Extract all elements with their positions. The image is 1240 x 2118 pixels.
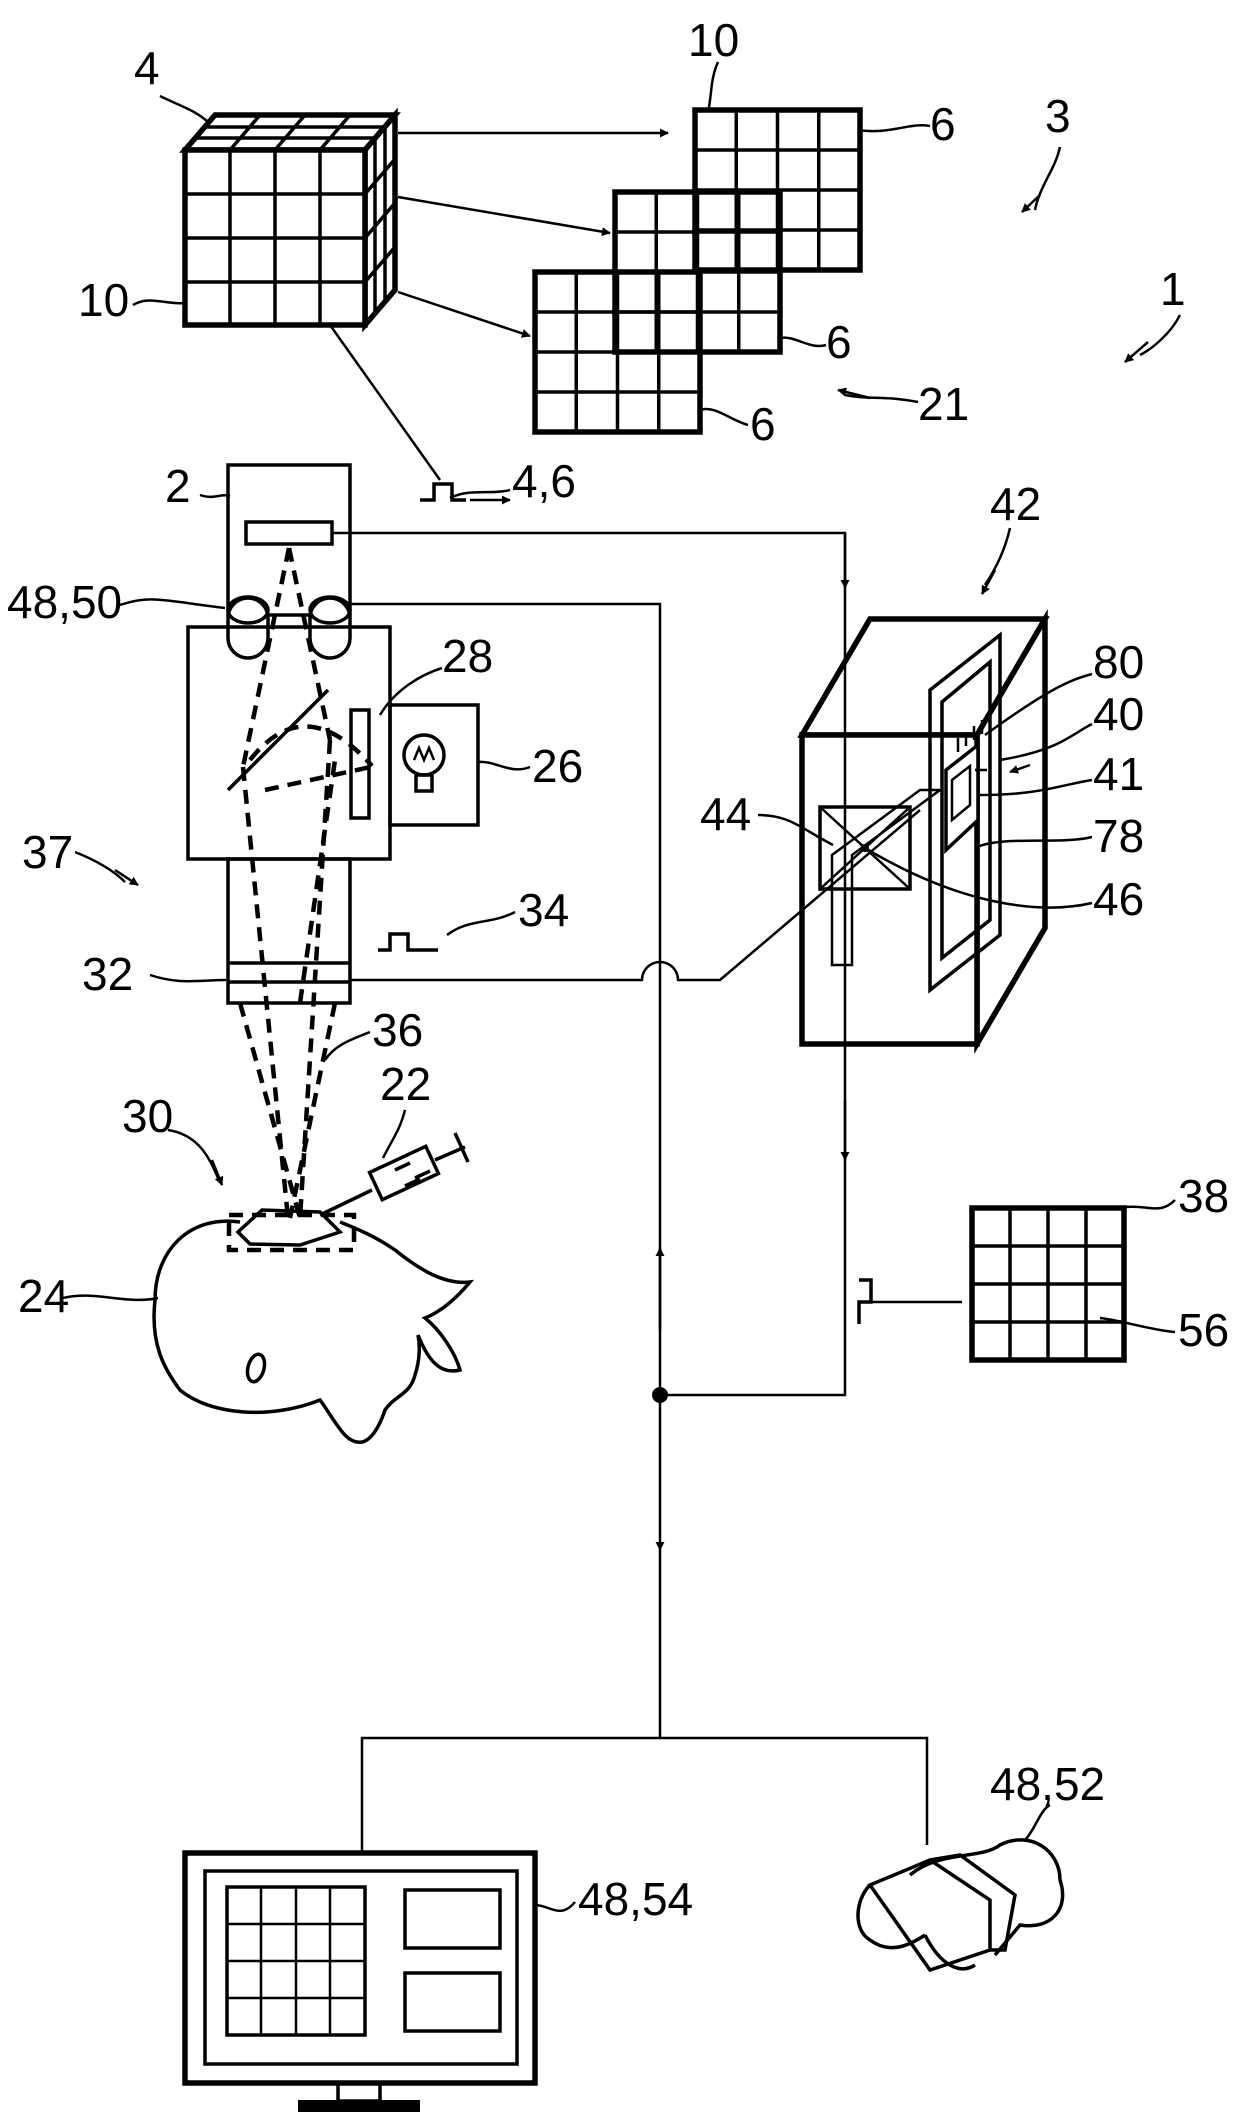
computing-device-42 [802,619,1045,1044]
monitor-48-54 [185,1853,535,2112]
label-22: 22 [380,1058,431,1110]
label-41: 41 [1093,748,1144,800]
light-source-26 [390,705,478,825]
label-10-top: 10 [688,14,739,66]
image-slice-bottom [535,272,700,432]
label-4-6: 4,6 [512,455,576,507]
label-3: 3 [1045,90,1071,142]
label-38: 38 [1178,1170,1229,1222]
label-6-mid: 6 [826,316,852,368]
label-30: 30 [122,1090,173,1142]
label-78: 78 [1093,810,1144,862]
label-48-50: 48,50 [7,576,122,628]
patient-head-24 [154,1221,470,1442]
syringe-22 [320,1133,468,1215]
label-44: 44 [700,788,751,840]
result-image-38 [972,1208,1124,1360]
image-stack-21 [535,110,860,432]
objective-32 [228,859,350,1003]
label-42: 42 [990,478,1041,530]
label-80: 80 [1093,636,1144,688]
result-image-grid [972,1208,1124,1360]
camera-2 [228,465,350,615]
label-46: 46 [1093,873,1144,925]
label-6-top: 6 [930,98,956,150]
label-32: 32 [82,948,133,1000]
cube-link-line [330,325,440,480]
microscope-body [188,627,390,859]
data-cube-4 [185,115,395,325]
label-2: 2 [165,460,191,512]
label-48-52: 48,52 [990,1758,1105,1810]
label-4: 4 [134,42,160,94]
label-21: 21 [918,378,969,430]
label-56: 56 [1178,1304,1229,1356]
label-34: 34 [518,884,569,936]
label-10-left: 10 [78,274,129,326]
label-26: 26 [532,740,583,792]
label-28: 28 [442,630,493,682]
label-24: 24 [18,1270,69,1322]
vr-goggles-48-52 [858,1840,1063,1970]
label-36: 36 [372,1004,423,1056]
label-40: 40 [1093,688,1144,740]
label-37: 37 [22,826,73,878]
label-6-bottom: 6 [750,398,776,450]
label-48-54: 48,54 [578,1873,693,1925]
label-1: 1 [1160,263,1186,315]
